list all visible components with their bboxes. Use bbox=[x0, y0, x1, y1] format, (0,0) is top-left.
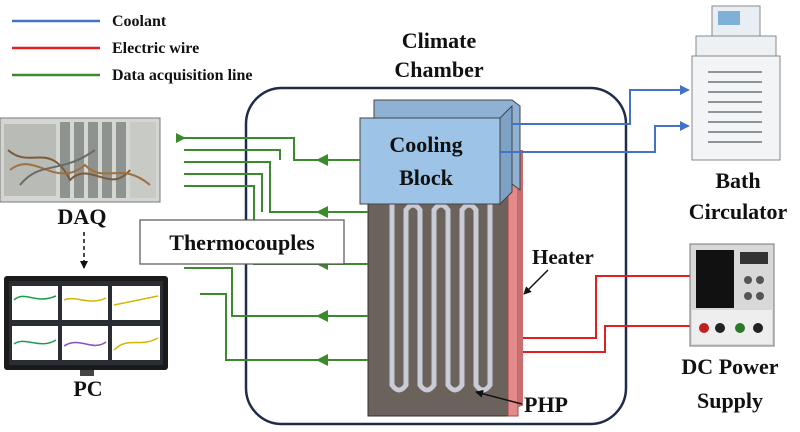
bath-circulator-label-line2: Circulator bbox=[689, 199, 788, 224]
thermocouples-label: Thermocouples bbox=[169, 230, 315, 255]
legend-data-line-label: Data acquisition line bbox=[112, 67, 252, 84]
heater-label: Heater bbox=[532, 245, 594, 269]
data-arrow-2 bbox=[316, 206, 328, 218]
electric-wires bbox=[523, 275, 692, 353]
thermocouples-box bbox=[139, 219, 345, 265]
daq-device bbox=[0, 117, 161, 203]
bath-circulator-device bbox=[691, 5, 781, 161]
coolant-line-upper bbox=[512, 85, 690, 125]
cooling-block-side bbox=[499, 104, 513, 206]
dc-power-label-line1: DC Power bbox=[681, 354, 778, 379]
php-channels bbox=[389, 197, 493, 393]
coolant-lines bbox=[500, 85, 690, 153]
bath-circulator-label-line1: Bath bbox=[715, 168, 760, 193]
dc-power-label-line2: Supply bbox=[697, 388, 763, 413]
cooling-block-label-line2: Block bbox=[399, 165, 454, 190]
data-acquisition-lines bbox=[176, 133, 368, 361]
legend: Coolant Electric wire Data acquisition l… bbox=[12, 13, 252, 84]
php-pointer bbox=[475, 389, 523, 405]
legend-electric-label: Electric wire bbox=[112, 40, 199, 57]
climate-chamber-label-line1: Climate bbox=[402, 28, 477, 53]
data-arrow-5 bbox=[316, 354, 328, 366]
heater-strip bbox=[507, 159, 519, 417]
cooling-block-label-line1: Cooling bbox=[389, 132, 462, 157]
heater-strip-side bbox=[518, 150, 523, 406]
electric-wire-upper bbox=[523, 275, 692, 339]
data-arrow-1 bbox=[316, 154, 328, 166]
heater-pointer bbox=[523, 269, 549, 295]
dc-power-supply-device bbox=[689, 243, 775, 347]
electric-wire-lower bbox=[523, 325, 692, 353]
legend-coolant-label: Coolant bbox=[112, 13, 167, 30]
daq-label: DAQ bbox=[58, 204, 107, 229]
data-arrow-4 bbox=[316, 310, 328, 322]
cooling-block-front bbox=[359, 117, 501, 205]
pc-label: PC bbox=[73, 376, 102, 401]
climate-chamber-label-line2: Chamber bbox=[394, 57, 483, 82]
php-label: PHP bbox=[524, 392, 568, 417]
pc-monitor bbox=[4, 276, 168, 376]
coolant-line-lower bbox=[500, 121, 690, 153]
cooling-block: Cooling Block bbox=[359, 99, 521, 206]
